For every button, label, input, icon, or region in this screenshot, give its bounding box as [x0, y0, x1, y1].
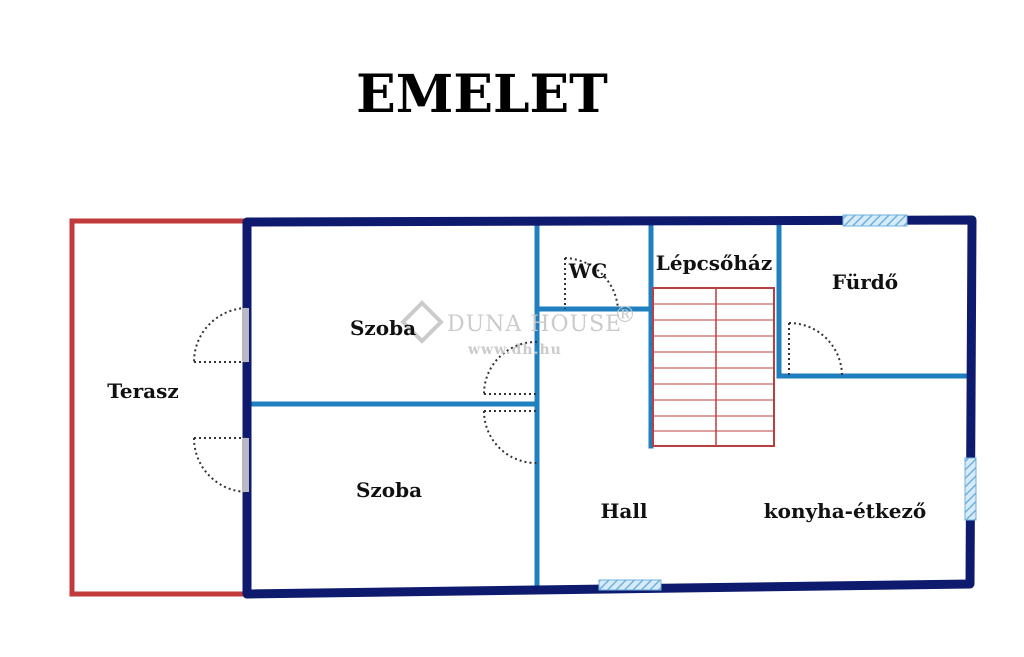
floor-title: EMELET [356, 64, 608, 125]
window-right [964, 457, 977, 521]
terrace-wall [69, 218, 246, 597]
staircase [652, 287, 775, 447]
room-label-szoba-1: Szoba [350, 316, 416, 340]
watermark-url: www.dh.hu [467, 342, 562, 358]
doors [193, 257, 843, 493]
room-label-furdo: Fürdő [832, 270, 898, 294]
door-jambs [242, 308, 249, 492]
room-label-wc: WC [568, 259, 607, 283]
inner-walls [249, 221, 971, 586]
room-label-hall: Hall [600, 499, 647, 523]
room-label-szoba-2: Szoba [356, 478, 422, 502]
room-label-terasz: Terasz [107, 379, 178, 403]
watermark: DUNA HOUSE ® www.dh.hu [400, 300, 637, 358]
window-bottom [598, 579, 662, 591]
room-label-lepcsohaz: Lépcsőház [656, 251, 772, 275]
room-label-konyha: konyha-étkező [764, 499, 926, 523]
window-top [842, 214, 908, 227]
watermark-logo-icon [400, 300, 444, 344]
watermark-registered: ® [614, 303, 637, 328]
watermark-brand: DUNA HOUSE [447, 312, 622, 337]
